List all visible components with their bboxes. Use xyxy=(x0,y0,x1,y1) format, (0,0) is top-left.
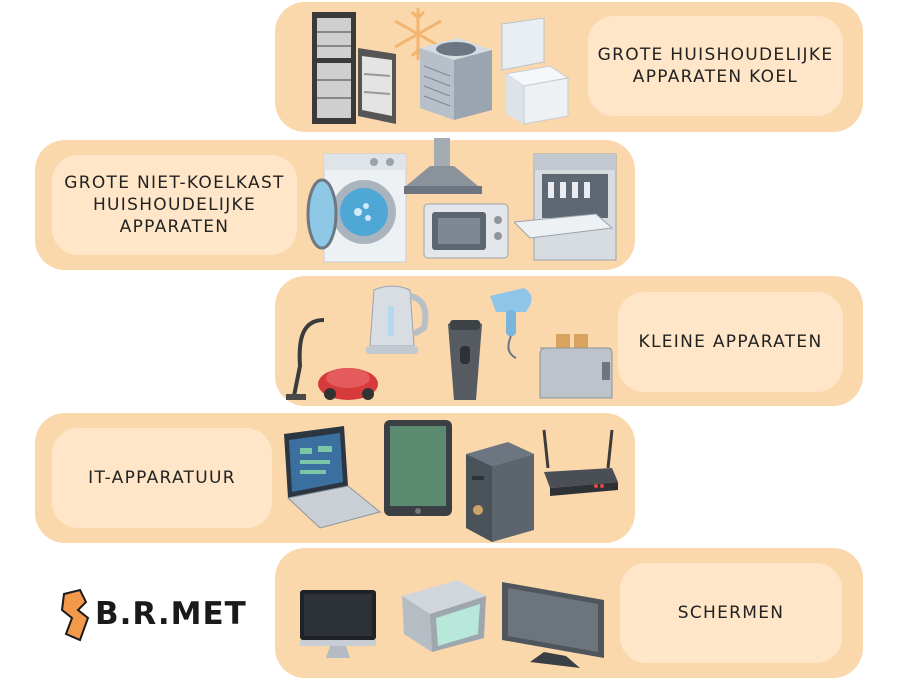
label-line: APPARATEN KOEL xyxy=(632,67,799,87)
category-label-screens: SCHERMEN xyxy=(620,563,842,663)
router-icon xyxy=(542,429,618,496)
label-line: SCHERMEN xyxy=(677,603,785,623)
laptop-icon xyxy=(284,426,382,529)
washing-machine-icon xyxy=(306,153,407,263)
category-label-small-appliances: KLEINE APPARATEN xyxy=(618,292,843,392)
kettle-icon xyxy=(366,285,429,354)
air-conditioner-icon xyxy=(420,38,492,120)
refrigerator-icon xyxy=(312,12,396,124)
monitor-icon xyxy=(300,590,376,658)
label-line: GROTE HUISHOUDELIJKE xyxy=(597,45,834,65)
label-line: GROTE NIET-KOELKAST xyxy=(64,173,285,193)
cooker-hood-icon xyxy=(404,138,482,194)
crt-monitor-icon xyxy=(402,580,486,652)
dishwasher-icon xyxy=(514,153,617,261)
label-line: IT-APPARATUUR xyxy=(88,468,236,488)
pc-tower-icon xyxy=(466,442,534,542)
microwave-icon xyxy=(423,203,509,259)
label-line: KLEINE APPARATEN xyxy=(638,332,823,352)
tablet-icon xyxy=(384,420,452,516)
chest-freezer-icon xyxy=(501,18,570,125)
hair-dryer-icon xyxy=(490,288,532,359)
brand-name: B.R.MET xyxy=(95,596,247,632)
vacuum-cleaner-icon xyxy=(286,318,378,400)
label-line: HUISHOUDELIJKE xyxy=(92,195,257,215)
brand-logo-icon xyxy=(60,588,90,642)
label-line: APPARATEN xyxy=(119,217,230,237)
toaster-icon xyxy=(539,334,613,399)
shaver-icon xyxy=(448,320,482,400)
category-label-it: IT-APPARATUUR xyxy=(52,428,272,528)
tv-icon xyxy=(502,582,604,668)
